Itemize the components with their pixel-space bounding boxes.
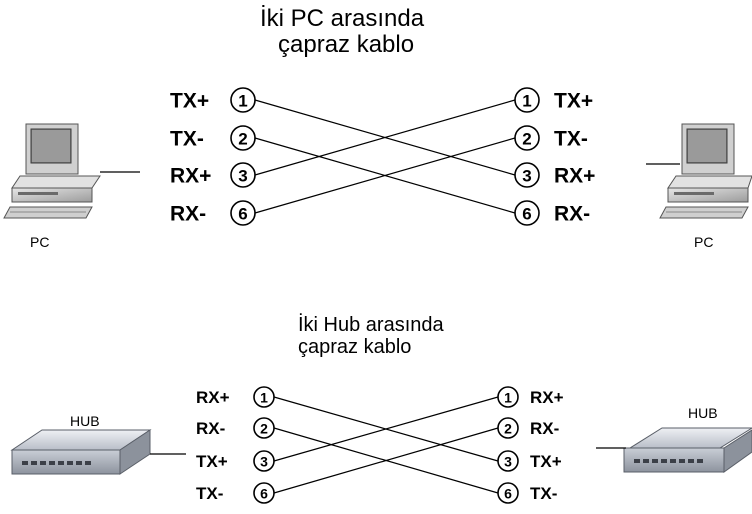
- left-pin-circle: [253, 450, 275, 472]
- left-signal-label: TX-: [196, 484, 223, 503]
- left-pin-number: 6: [260, 486, 268, 502]
- crossover-wire: [254, 99, 516, 176]
- crossover-wire: [273, 427, 499, 494]
- right-pin-circle: [497, 482, 519, 504]
- right-pin-circle: [514, 162, 540, 188]
- right-signal-label: TX+: [554, 90, 593, 113]
- right-pin-number: 6: [522, 205, 531, 224]
- left-pin-circle: [253, 386, 275, 408]
- crossover-wire: [254, 137, 516, 214]
- pc-title-line1: İki PC arasında: [260, 5, 425, 32]
- right-pin-number: 1: [504, 390, 512, 406]
- right-pin-circle: [514, 125, 540, 151]
- crossover-wire: [273, 396, 499, 462]
- left-pin-number: 1: [260, 390, 268, 406]
- right-pin-circle: [514, 200, 540, 226]
- hub-diagram-title: İki Hub arasında çapraz kablo: [298, 314, 444, 358]
- right-signal-label: RX+: [554, 165, 595, 188]
- pc-crossover-wires: [254, 99, 516, 214]
- pc-right-icon: [646, 123, 752, 219]
- left-pin-circle: [230, 87, 256, 113]
- left-signal-label: RX-: [170, 203, 206, 226]
- left-pin-number: 2: [238, 130, 247, 149]
- left-pin-circle: [230, 125, 256, 151]
- left-pin-number: 1: [238, 92, 247, 111]
- right-pin-circle: [497, 386, 519, 408]
- right-signal-label: RX-: [554, 203, 590, 226]
- right-pin-circle: [497, 450, 519, 472]
- right-signal-label: RX+: [530, 388, 564, 407]
- left-pin-number: 6: [238, 205, 247, 224]
- right-pin-number: 2: [522, 130, 531, 149]
- left-signal-label: RX+: [170, 165, 211, 188]
- hub-right-icon: [596, 427, 752, 473]
- right-signal-label: TX-: [554, 128, 588, 151]
- left-signal-label: TX+: [170, 90, 209, 113]
- hub-right-label: HUB: [688, 405, 718, 421]
- left-signal-label: TX+: [196, 452, 228, 471]
- left-pin-circle: [230, 162, 256, 188]
- right-pin-circle: [497, 417, 519, 439]
- left-pin-circle: [253, 417, 275, 439]
- right-pin-circle: [514, 87, 540, 113]
- right-pin-number: 3: [522, 167, 531, 186]
- pc-pin-labels: TX+ 1TX- 2RX+ 3RX- 6 1 TX+ 2 TX- 3 RX+ 6 RX-: [170, 87, 595, 226]
- hub-pin-labels: RX+ 1RX- 2TX+ 3TX- 6 1 RX+ 2 RX- 3 TX+ 6 TX-: [196, 386, 564, 504]
- right-pin-number: 2: [504, 421, 512, 437]
- left-pin-circle: [230, 200, 256, 226]
- right-signal-label: TX+: [530, 452, 562, 471]
- left-signal-label: TX-: [170, 128, 204, 151]
- left-signal-label: RX-: [196, 419, 225, 438]
- right-signal-label: RX-: [530, 419, 559, 438]
- pc-right-label: PC: [694, 234, 713, 250]
- left-pin-circle: [253, 482, 275, 504]
- right-signal-label: TX-: [530, 484, 557, 503]
- pc-diagram-title: İki PC arasında çapraz kablo: [260, 5, 425, 59]
- hub-title-line2: çapraz kablo: [298, 336, 412, 358]
- hub-left-icon: [10, 429, 186, 475]
- hub-crossover-wires: [273, 396, 499, 494]
- left-signal-label: RX+: [196, 388, 230, 407]
- pc-title-line2: çapraz kablo: [278, 31, 415, 59]
- pc-left-icon: [3, 123, 140, 219]
- right-pin-number: 1: [522, 92, 531, 111]
- hub-title-line1: İki Hub arasında: [298, 314, 444, 336]
- pc-left-label: PC: [30, 234, 49, 250]
- hub-left-label: HUB: [70, 413, 100, 429]
- left-pin-number: 3: [260, 454, 268, 470]
- right-pin-number: 6: [504, 486, 512, 502]
- left-pin-number: 2: [260, 421, 268, 437]
- left-pin-number: 3: [238, 167, 247, 186]
- right-pin-number: 3: [504, 454, 512, 470]
